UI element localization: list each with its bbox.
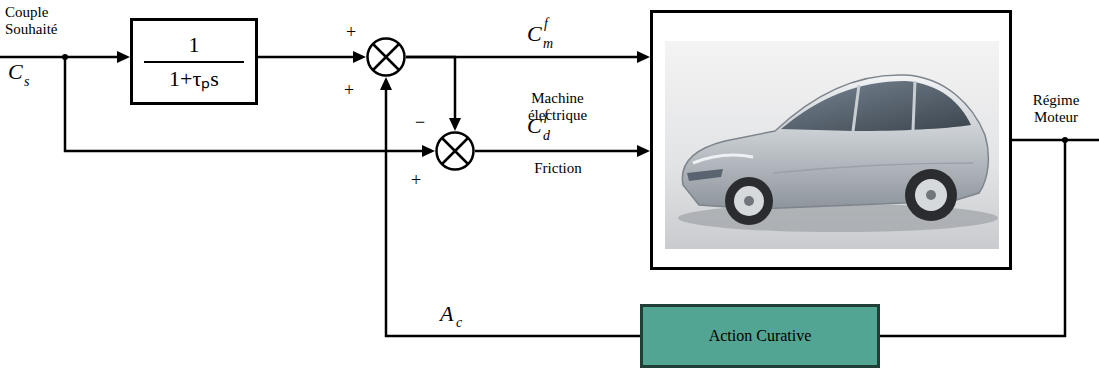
- arrowhead: [449, 118, 461, 131]
- connector: [380, 77, 640, 336]
- connector-line: [386, 88, 640, 336]
- arrowhead: [637, 145, 650, 157]
- signal-symbol: C: [8, 60, 23, 84]
- sign-label: +: [346, 23, 356, 41]
- summing-junction: −+: [435, 131, 475, 171]
- circle-outline: [437, 133, 474, 170]
- output-name: Régime Moteur: [1016, 92, 1096, 126]
- numerator: 1: [189, 32, 200, 58]
- summing-junction: ++: [366, 37, 406, 77]
- input-wire: [0, 56, 118, 59]
- signal-symbol: C: [527, 22, 542, 46]
- car-illustration: [653, 13, 1009, 267]
- connector-line: [406, 57, 455, 120]
- signal-superscript: f: [544, 16, 548, 31]
- signal-subscript: m: [543, 36, 553, 51]
- arrowhead: [117, 51, 130, 63]
- fraction-bar: [144, 61, 244, 63]
- cross-mark: [442, 138, 468, 164]
- signal-subscript: d: [543, 128, 550, 143]
- signal-symbol: A: [440, 302, 453, 326]
- connector: [258, 51, 366, 63]
- connector: [406, 57, 461, 131]
- denominator: 1+τₚs: [169, 66, 219, 92]
- sign-label: +: [411, 171, 421, 189]
- summing-circle: [435, 131, 475, 171]
- edge-label: Friction: [518, 160, 598, 177]
- circle-outline: [368, 39, 405, 76]
- sign-label: −: [415, 113, 425, 131]
- arrowhead: [353, 51, 366, 63]
- arrowhead: [422, 145, 435, 157]
- summing-circle: [366, 37, 406, 77]
- connector-line: [258, 56, 355, 59]
- curative-action-box: Action Curative: [640, 304, 880, 368]
- sign-label: +: [344, 81, 354, 99]
- box-text: Action Curative: [709, 327, 812, 345]
- output-wire: [1065, 139, 1099, 142]
- connector-line: [475, 150, 639, 153]
- vehicle-box: [650, 10, 1012, 270]
- connector: [475, 145, 650, 157]
- transfer-function-box: 1 1+τₚs: [130, 18, 258, 105]
- signal-subscript: c: [456, 315, 462, 330]
- input-name: Couple Souhaité: [5, 4, 77, 38]
- arrowhead: [637, 51, 650, 63]
- signal-subscript: s: [24, 74, 29, 89]
- cross-mark: [373, 44, 399, 70]
- junction-dot: [62, 54, 68, 60]
- edge-label: Machine électrique: [515, 90, 600, 124]
- arrowhead: [380, 77, 392, 90]
